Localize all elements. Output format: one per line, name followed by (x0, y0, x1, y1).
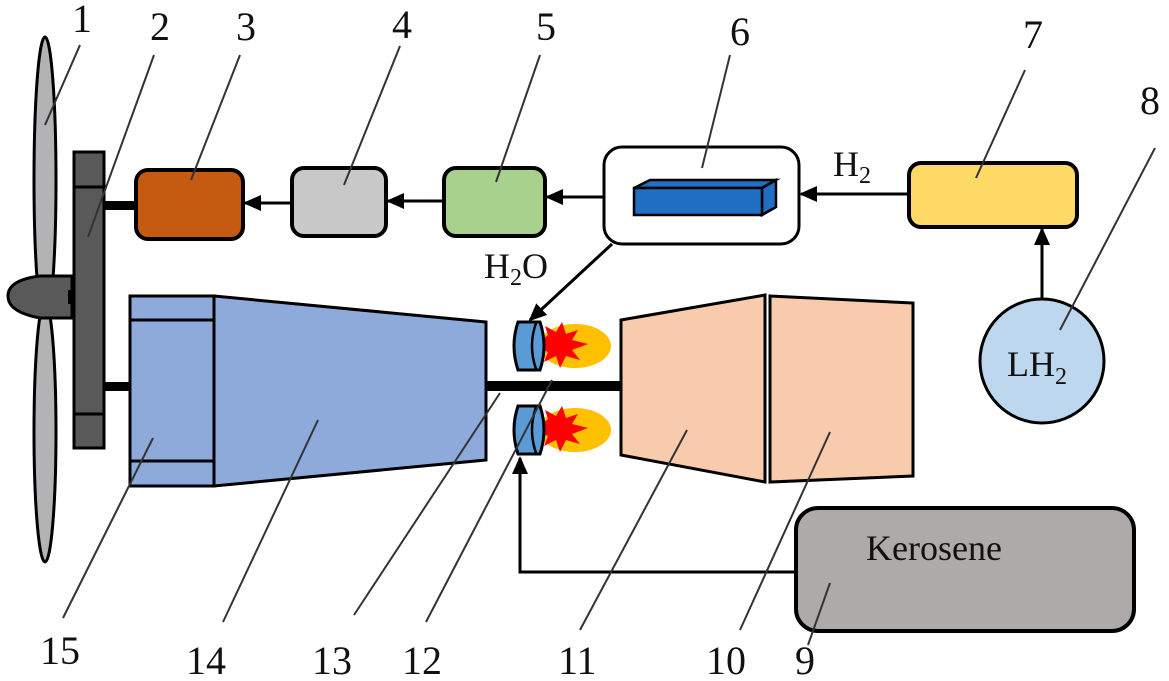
callout-12: 12 (402, 638, 442, 681)
callout-14: 14 (186, 638, 226, 681)
component-6-fuel-cell (602, 145, 801, 246)
component-3 (134, 168, 245, 241)
leader-4 (343, 45, 401, 186)
combustor-can-upper (512, 320, 546, 372)
flame-inner-lower (534, 406, 588, 452)
kerosene-tank (794, 506, 1136, 633)
fuel-cell-stack-front (632, 186, 764, 217)
leader-5 (495, 54, 541, 183)
callout-6: 6 (730, 9, 750, 54)
kerosene-label: Kerosene (866, 528, 1002, 568)
combustor-can-lower (512, 404, 546, 456)
callout-7: 7 (1023, 12, 1043, 57)
spinner (6, 274, 74, 320)
leader-9 (807, 582, 831, 646)
component-4 (290, 166, 388, 238)
flow-6-to-combustor-h2o (528, 242, 614, 322)
svg-text:H2: H2 (833, 144, 871, 189)
turbine-stage-11 (619, 293, 767, 484)
callout-10: 10 (706, 638, 746, 681)
leader-6 (701, 54, 731, 169)
gearbox (72, 150, 106, 450)
gearbox-body (72, 150, 106, 450)
callout-9: 9 (795, 638, 815, 681)
leader-1 (44, 44, 81, 126)
h2-label: H (833, 144, 859, 184)
combustor-upper (512, 320, 611, 372)
compressor (212, 294, 488, 488)
component-7 (907, 161, 1079, 229)
lh2-tank: LH2 (978, 297, 1106, 425)
leader-8 (1059, 147, 1156, 331)
h2o-label-h: H (484, 246, 510, 286)
flow-kerosene-to-combustor (512, 456, 796, 574)
leader-2 (87, 54, 155, 238)
lh2-label: LH (1007, 344, 1055, 384)
flame-inner-upper (534, 322, 588, 368)
lh2-subscript: 2 (1055, 364, 1067, 390)
callout-15: 15 (40, 628, 80, 673)
leader-12 (425, 379, 553, 623)
combustor-lower (512, 404, 611, 456)
leader-10 (739, 431, 831, 631)
h2o-label-o: O (522, 246, 548, 286)
h2-subscript: 2 (859, 163, 871, 189)
callout-8: 8 (1140, 78, 1160, 123)
callout-5: 5 (536, 4, 556, 49)
h2o-subscript: 2 (510, 265, 522, 291)
svg-text:LH2: LH2 (1007, 344, 1067, 390)
leader-7 (975, 69, 1026, 179)
propeller (6, 35, 78, 564)
svg-text:H2O: H2O (484, 246, 548, 291)
leader-15 (62, 437, 154, 619)
propeller-blade-lower (32, 300, 58, 564)
callout-1: 1 (72, 0, 92, 41)
callout-2: 2 (150, 4, 170, 49)
leader-13 (353, 392, 501, 616)
leader-14 (222, 419, 319, 623)
callout-4: 4 (392, 2, 412, 47)
callout-13: 13 (312, 638, 352, 681)
callout-3: 3 (236, 4, 256, 49)
core-shaft (486, 381, 622, 391)
callout-11: 11 (558, 638, 597, 681)
leader-11 (579, 429, 688, 631)
turbine-stage-10 (768, 294, 915, 484)
shaft-to-component-3 (104, 201, 136, 210)
component-5 (442, 166, 547, 238)
leader-3 (190, 54, 241, 181)
